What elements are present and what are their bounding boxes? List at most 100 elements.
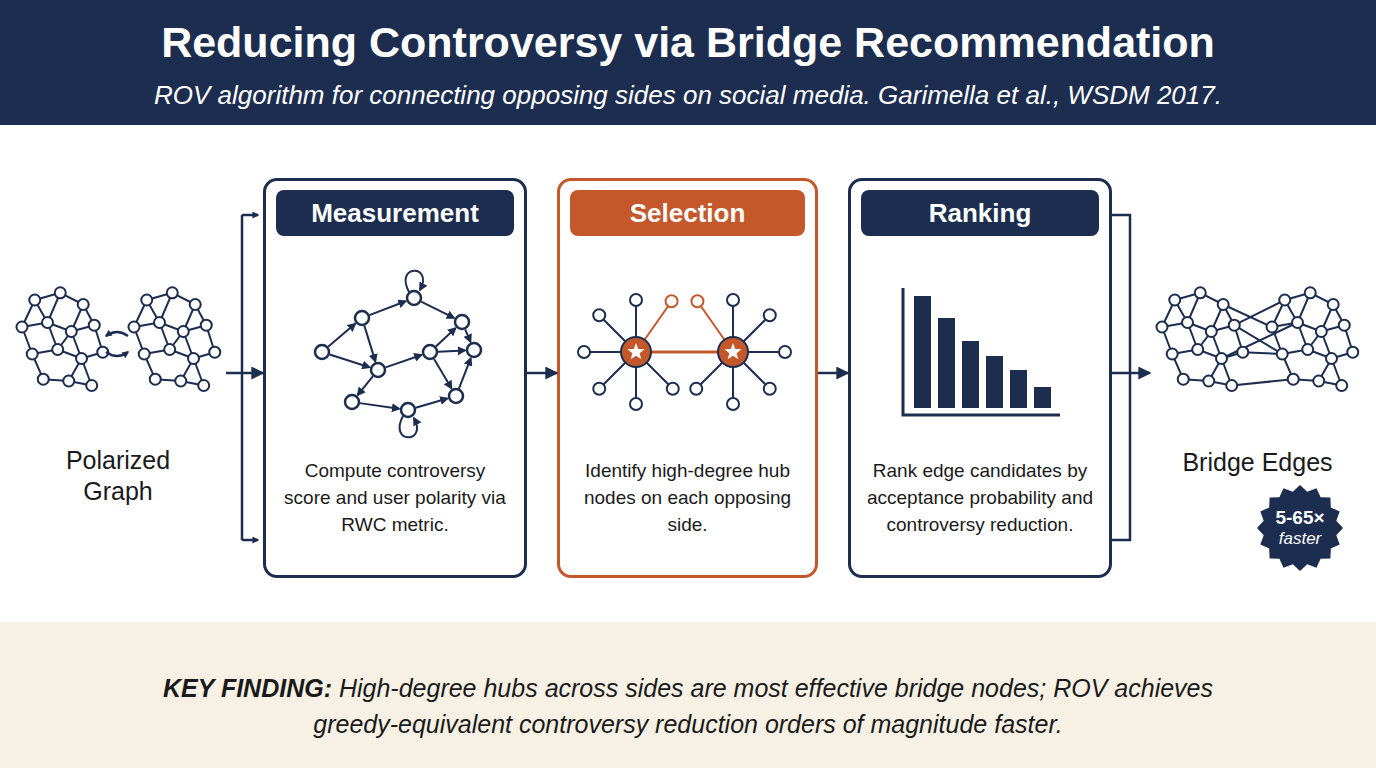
network-link xyxy=(1209,359,1222,382)
network-node xyxy=(666,295,678,307)
bridge-link xyxy=(636,351,733,354)
network-link xyxy=(22,300,35,327)
network-link xyxy=(144,354,155,379)
exchange-arrow xyxy=(106,332,128,336)
network-link xyxy=(1162,323,1188,328)
network-link xyxy=(183,325,206,331)
network-link xyxy=(32,350,58,355)
flow-arrow xyxy=(226,372,263,375)
network-node xyxy=(690,383,702,395)
network-node xyxy=(1326,353,1337,364)
network-link xyxy=(1188,323,1212,332)
network-node xyxy=(1267,322,1278,333)
network-link xyxy=(1272,323,1298,328)
network-link xyxy=(1175,293,1201,300)
network-node xyxy=(139,349,150,360)
network-link xyxy=(206,325,215,352)
network-node xyxy=(667,383,679,395)
step-description: Identify high-degree hub nodes on each o… xyxy=(574,457,801,538)
hub-spoke xyxy=(635,300,637,352)
process-box: RankingRank edge candidates by acceptanc… xyxy=(848,178,1112,578)
chart-axis xyxy=(903,288,1060,415)
network-link xyxy=(94,325,103,352)
network-node xyxy=(55,287,66,298)
network-link xyxy=(1223,305,1234,326)
network-node xyxy=(1339,320,1350,331)
network-node xyxy=(164,344,175,355)
network-node xyxy=(1157,322,1168,333)
network-link xyxy=(71,305,83,332)
network-link xyxy=(160,323,170,350)
network-link xyxy=(1321,332,1331,359)
network-node xyxy=(355,311,369,325)
node-label: Polarized Graph xyxy=(45,445,191,507)
network-link xyxy=(1285,300,1298,323)
network-node xyxy=(1328,299,1339,310)
network-node xyxy=(1195,287,1206,298)
network-node xyxy=(1313,376,1324,387)
bridge-link xyxy=(1234,300,1285,325)
network-node xyxy=(1167,349,1178,360)
network-node xyxy=(1226,380,1237,391)
network-node xyxy=(407,291,421,305)
self-loop xyxy=(400,416,417,437)
network-link xyxy=(1200,293,1223,305)
ranking-bar xyxy=(938,318,955,408)
ranking-bar xyxy=(1010,370,1027,408)
network-link xyxy=(183,332,193,359)
network-link xyxy=(58,332,72,350)
network-node xyxy=(198,380,209,391)
ranking-bar xyxy=(986,356,1003,408)
network-link xyxy=(170,350,194,359)
network-node xyxy=(371,363,385,377)
network-link xyxy=(22,323,48,328)
network-node xyxy=(727,294,739,306)
star-symbol xyxy=(627,343,644,359)
network-node xyxy=(1292,317,1303,328)
node-label: Bridge Edges xyxy=(1155,447,1360,478)
network-link xyxy=(1211,325,1234,331)
diagram-title: Reducing Controversy via Bridge Recommen… xyxy=(0,18,1376,67)
input-graph-node: Polarized Graph xyxy=(10,275,226,510)
hub-spoke xyxy=(733,315,770,352)
network-link xyxy=(48,323,58,350)
network-node xyxy=(630,294,642,306)
network-link xyxy=(144,350,170,355)
network-node xyxy=(154,317,165,328)
flow-arrow xyxy=(527,372,557,375)
output-graph-node: Bridge Edges xyxy=(1150,275,1365,475)
network-node xyxy=(209,347,220,358)
directed-link xyxy=(358,376,373,395)
network-node xyxy=(423,345,437,359)
flow-arrow xyxy=(1112,372,1150,375)
step-description: Compute controversy score and user polar… xyxy=(280,457,510,538)
badge-value: 5-65× xyxy=(1257,507,1343,529)
network-node xyxy=(97,347,108,358)
directed-link xyxy=(421,302,454,318)
network-link xyxy=(1308,350,1332,359)
network-node xyxy=(175,376,186,387)
bracket-line xyxy=(1112,215,1130,540)
network-link xyxy=(1332,352,1353,358)
hub-spoke xyxy=(635,352,637,404)
network-link xyxy=(1298,293,1311,323)
subtitle: ROV algorithm for connecting opposing si… xyxy=(0,80,1376,111)
network-link xyxy=(1222,352,1243,358)
network-link xyxy=(69,359,82,382)
network-node xyxy=(86,380,97,391)
network-link xyxy=(160,293,173,323)
network-link xyxy=(194,352,215,358)
network-node xyxy=(764,383,776,395)
network-node xyxy=(29,295,40,306)
hub-spoke xyxy=(599,315,636,352)
network-link xyxy=(1344,325,1353,352)
network-link xyxy=(172,293,195,305)
network-link xyxy=(1333,305,1344,326)
finding-lead: KEY FINDING: xyxy=(163,674,332,702)
network-link xyxy=(1211,332,1221,359)
network-node xyxy=(1182,317,1193,328)
directed-link xyxy=(434,359,451,388)
network-node xyxy=(1218,299,1229,310)
network-node xyxy=(201,320,212,331)
bracket-line xyxy=(241,215,244,540)
